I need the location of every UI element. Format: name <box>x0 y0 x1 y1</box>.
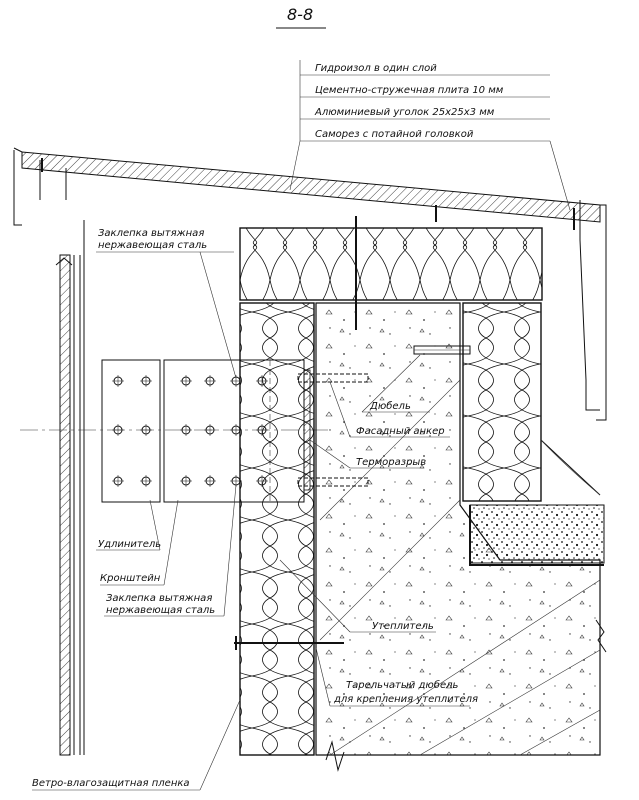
rivet-icon <box>140 475 152 487</box>
label-insulation: Утеплитель <box>372 621 434 632</box>
label-plate-dowel-line1: Тарельчатый дюбель <box>346 679 458 691</box>
label-rivet-bottom-line2: нержавеющая сталь <box>106 605 215 616</box>
rivet-icon <box>204 375 216 387</box>
break-lines <box>325 619 607 772</box>
rivet-icon <box>112 424 124 436</box>
rivet-icon <box>112 475 124 487</box>
rivet-icon <box>112 375 124 387</box>
dowel-icon <box>413 345 471 355</box>
rivet-icon <box>180 375 192 387</box>
label-facade-anchor: Фасадный анкер <box>356 426 445 437</box>
rivet-icon <box>140 424 152 436</box>
roof-layers <box>469 420 605 566</box>
parapet-insulation-inner <box>462 302 542 502</box>
facade-anchor-icon <box>297 373 369 487</box>
label-waterproofing: Гидроизол в один слой <box>315 63 437 74</box>
label-plate-dowel-line2: для крепления утеплителя <box>333 694 478 705</box>
label-rivet-bottom-line1: Заклепка вытяжная <box>106 593 212 604</box>
plate-dowel-icon <box>234 636 344 650</box>
label-cement-board: Цементно-стружечная плита 10 мм <box>315 85 504 96</box>
label-extension: Удлинитель <box>98 539 161 550</box>
wall-insulation-outer <box>239 302 315 756</box>
component-labels: Заклепка вытяжная нержавеющая сталь Дюбе… <box>32 228 478 789</box>
leader-lines <box>32 251 470 791</box>
label-rivet-top-line2: нержавеющая сталь <box>98 240 207 251</box>
section-title: 8-8 <box>276 5 326 29</box>
label-membrane: Ветро-влагозащитная пленка <box>32 778 190 789</box>
rivet-icon <box>140 375 152 387</box>
label-thermal-break: Терморазрыв <box>356 457 426 468</box>
facade-cladding <box>55 220 85 756</box>
anchors <box>234 216 471 650</box>
label-rivet-top-line1: Заклепка вытяжная <box>98 228 204 239</box>
top-insulation <box>239 227 543 301</box>
rivet-icon <box>204 475 216 487</box>
spec-leader-block: Гидроизол в один слой Цементно-стружечна… <box>289 60 571 211</box>
label-bracket: Кронштейн <box>100 573 161 584</box>
rivet-icon <box>180 424 192 436</box>
parapet-cap <box>13 147 607 421</box>
thermal-break-icon <box>303 369 311 491</box>
rivet-icon <box>204 424 216 436</box>
label-screw: Саморез с потайной головкой <box>315 129 474 140</box>
label-aluminum-angle: Алюминиевый уголок 25х25х3 мм <box>314 107 495 118</box>
rivet-icon <box>180 475 192 487</box>
section-title-text: 8-8 <box>287 5 313 24</box>
label-dowel: Дюбель <box>369 400 411 412</box>
